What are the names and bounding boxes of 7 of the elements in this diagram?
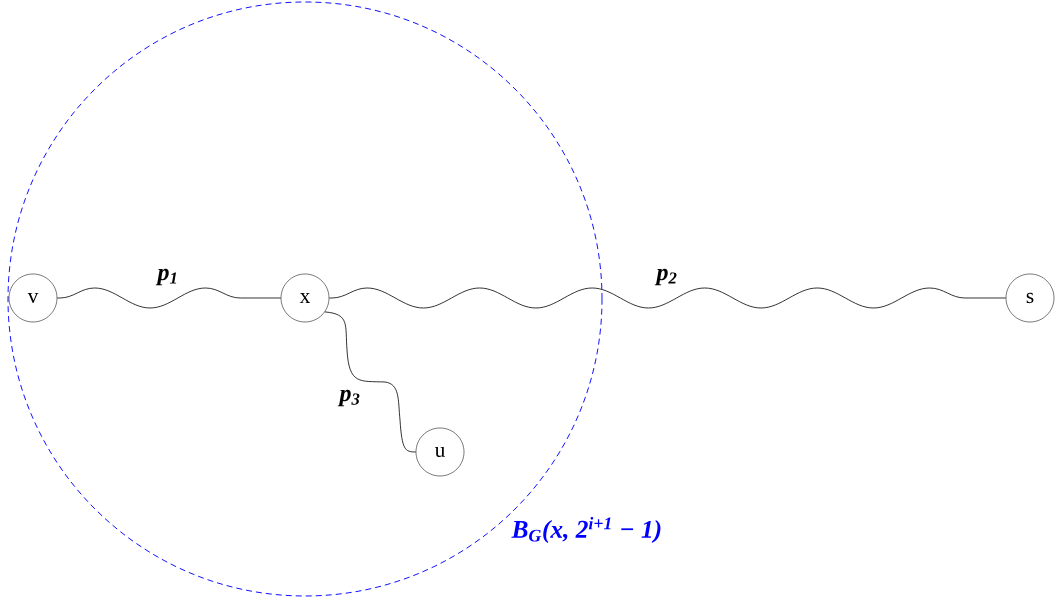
wavy-line	[328, 287, 1007, 309]
edge-label: p$_{2}$	[654, 268, 677, 286]
wavy-line	[56, 287, 282, 309]
wavy-line	[324, 311, 417, 453]
edge-label: p$_{3}$	[337, 389, 360, 407]
edge-label: p$_{1}$	[155, 268, 177, 286]
circle-label: B$_{G}$(x, 2$^{i+1}$ − 1)	[511, 516, 661, 543]
